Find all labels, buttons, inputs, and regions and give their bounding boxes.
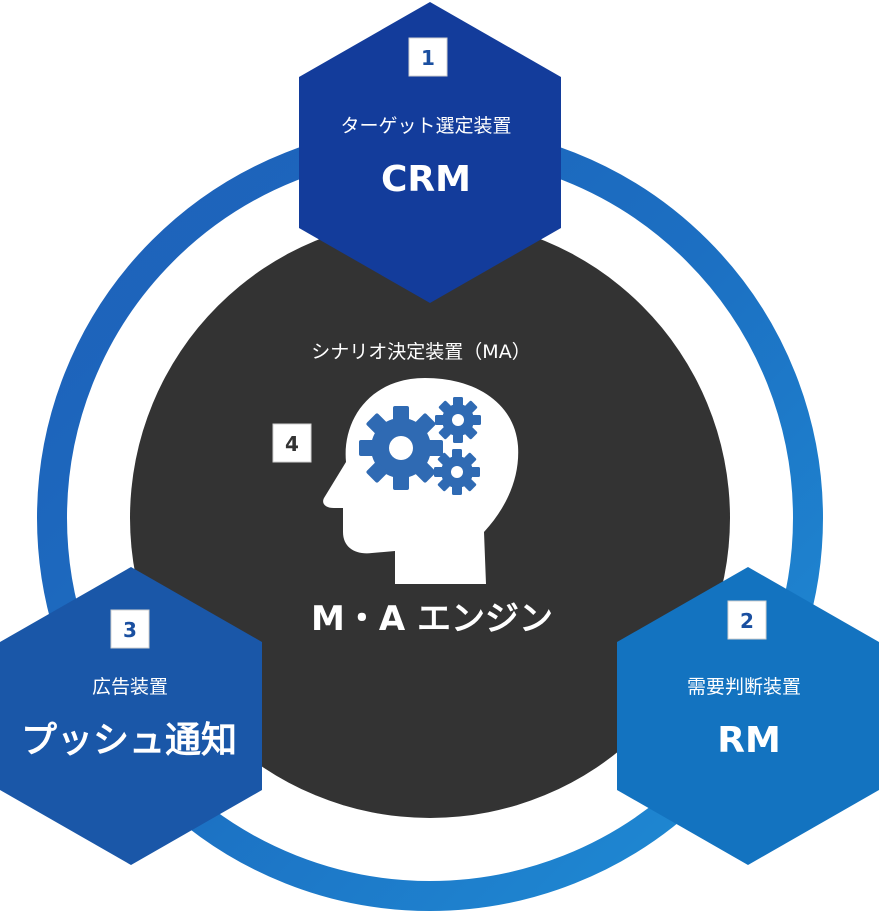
center-title: M・A エンジン [311, 599, 553, 639]
center-badge [272, 423, 312, 463]
node-number-2: 2 [740, 609, 754, 633]
node-badge-2 [727, 600, 767, 640]
center-badge-number: 4 [285, 432, 299, 456]
node-rm: 2 需要判断装置 RM [617, 567, 879, 865]
node-number-3: 3 [123, 618, 137, 642]
node-crm: 1 ターゲット選定装置 CRM [299, 2, 561, 303]
node-title-3: プッシュ通知 [21, 720, 237, 761]
center-group: シナリオ決定装置（MA） [272, 341, 553, 639]
center-subtitle: シナリオ決定装置（MA） [311, 341, 530, 363]
node-subtitle-1: ターゲット選定装置 [340, 115, 511, 137]
node-subtitle-3: 広告装置 [92, 676, 168, 698]
node-push: 3 広告装置 プッシュ通知 [0, 567, 262, 865]
head-gears-icon [323, 378, 519, 584]
hexagon-right [617, 567, 879, 865]
node-title-1: CRM [381, 159, 471, 200]
node-badge-3 [110, 609, 150, 649]
node-subtitle-2: 需要判断装置 [687, 676, 801, 698]
hexagon-top [299, 2, 561, 303]
node-number-1: 1 [421, 46, 435, 70]
node-badge-1 [408, 37, 448, 77]
hexagon-left [0, 567, 262, 865]
node-title-2: RM [717, 720, 781, 761]
